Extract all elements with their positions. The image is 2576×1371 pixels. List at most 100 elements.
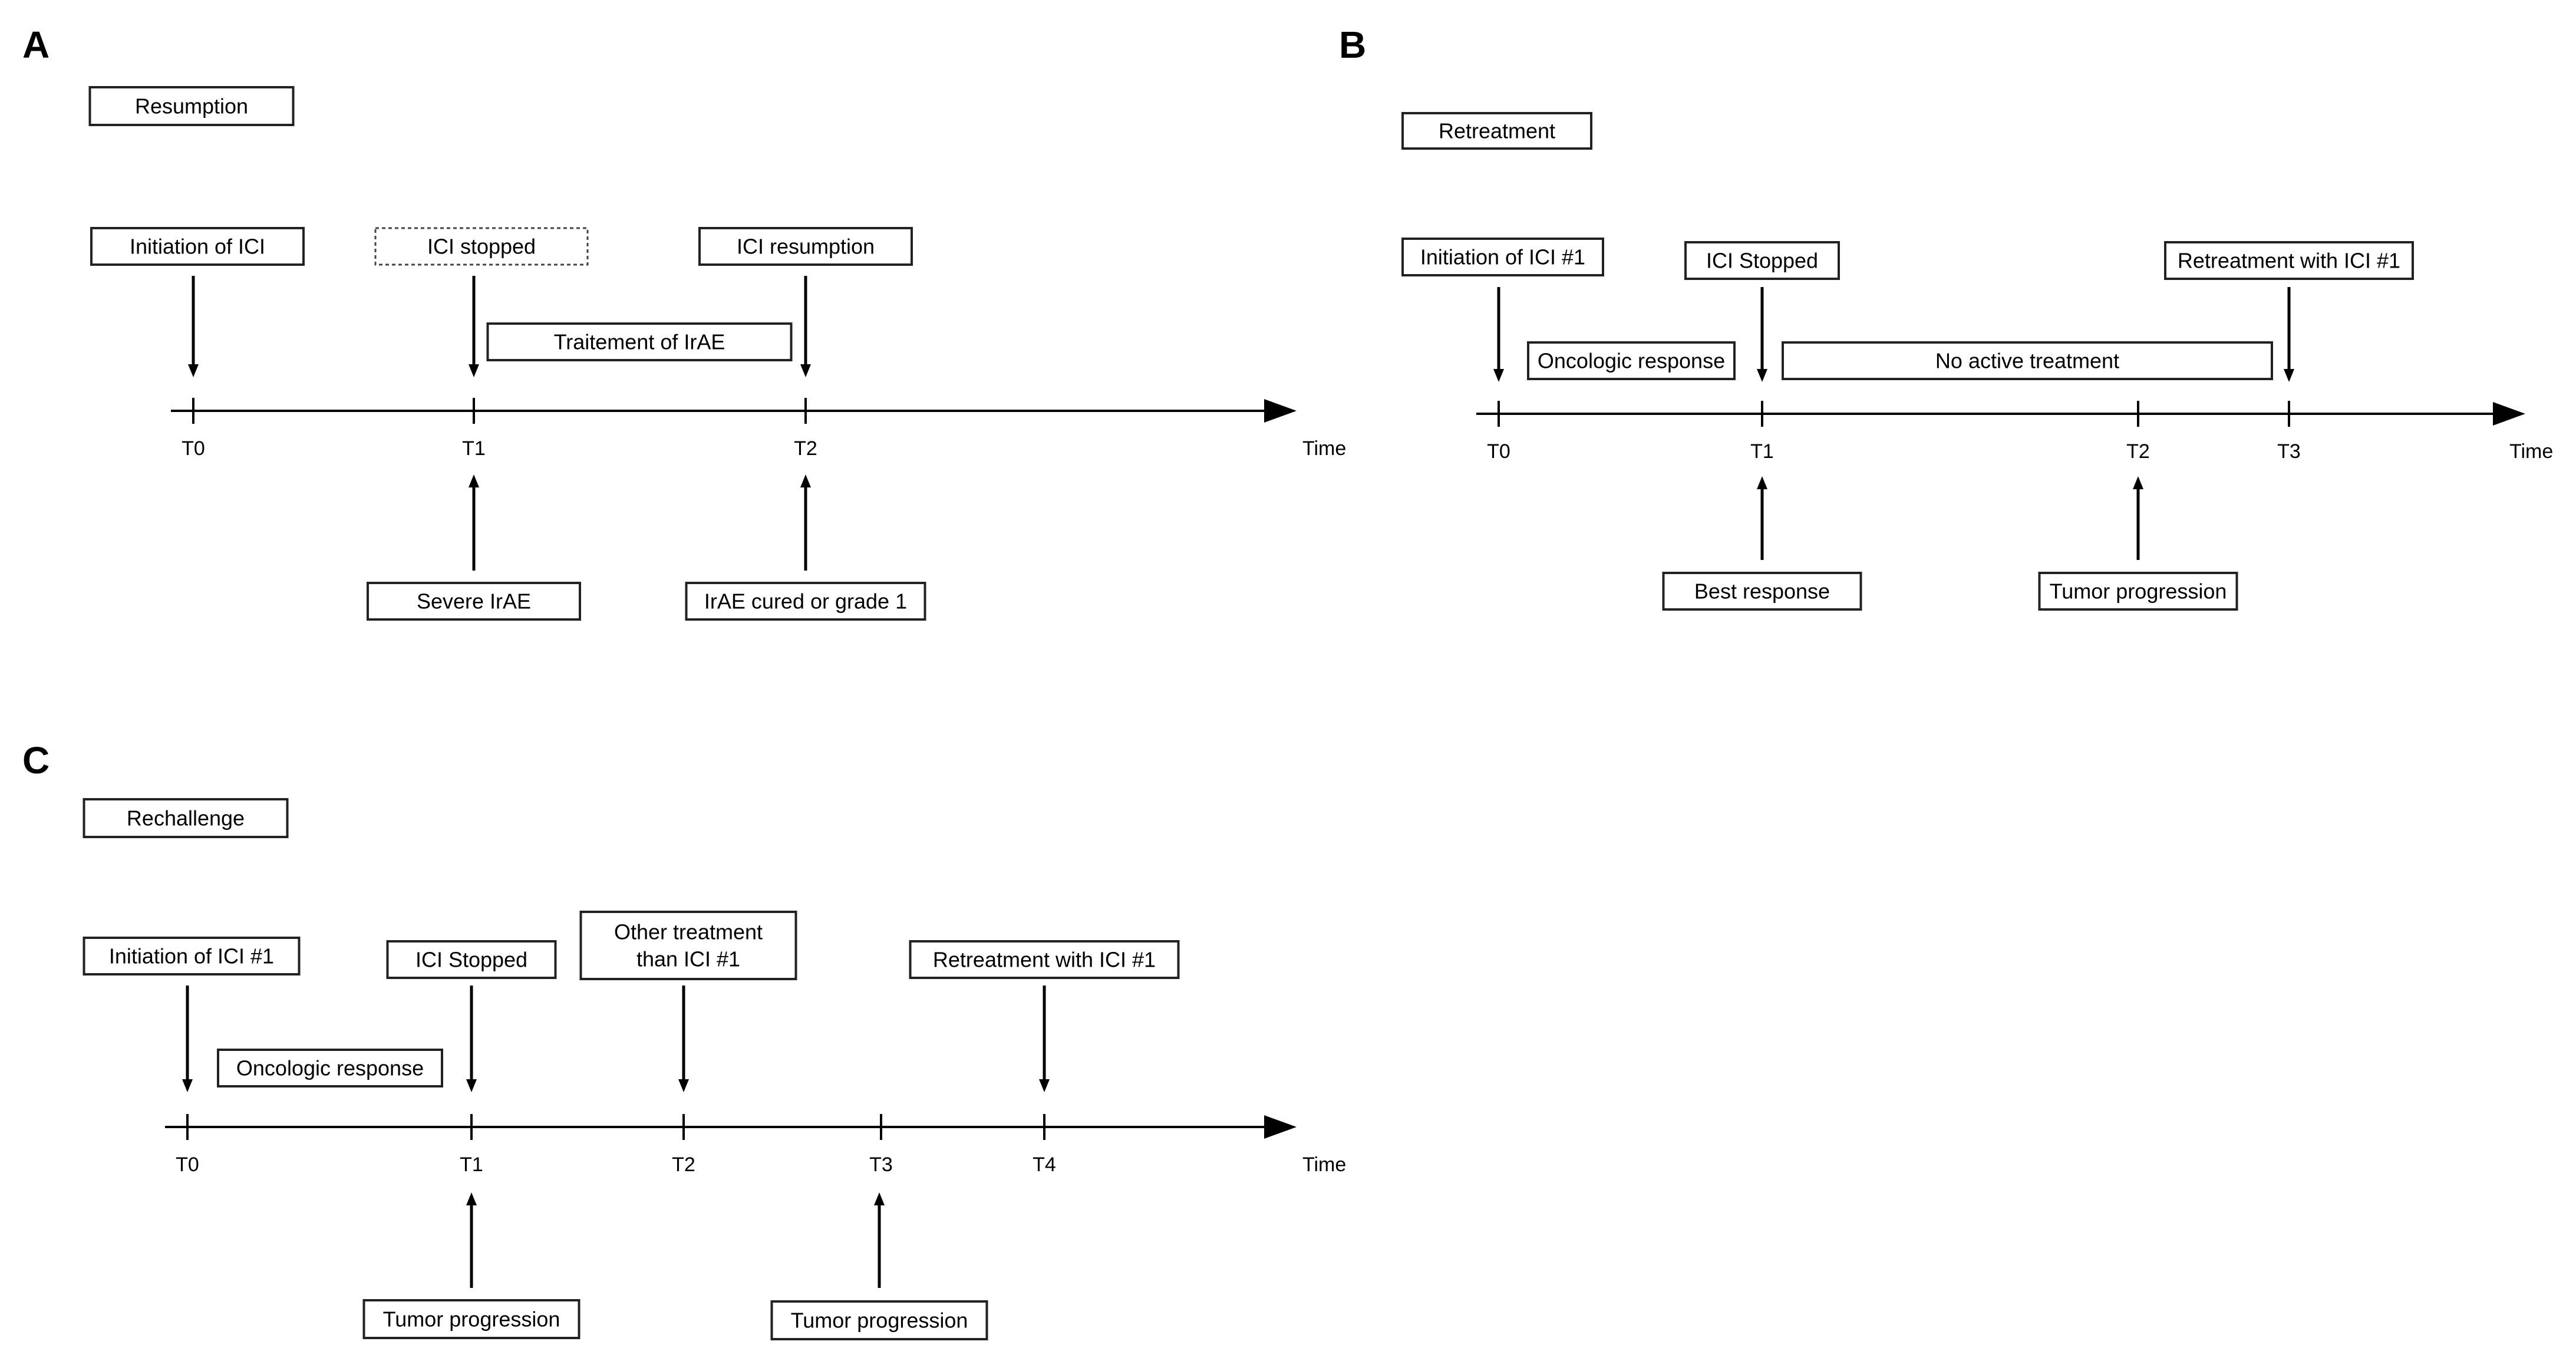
panel-a-down-arrow (469, 276, 479, 377)
panel-b-outcome-box: Tumor progression (2038, 572, 2238, 611)
panel-b-period-box: No active treatment (1782, 341, 2273, 380)
panel-b-period-box-label: No active treatment (1935, 349, 2119, 373)
panel-c-tick-label: T1 (460, 1154, 483, 1176)
panel-c-tick-label: T0 (176, 1154, 199, 1176)
panel-a-up-arrow-head (469, 474, 479, 487)
panel-b-event-box-label: ICI Stopped (1706, 249, 1818, 273)
panel-a-outcome-box-border (685, 582, 926, 621)
panel-b-outcome-box: Best response (1662, 572, 1862, 611)
panel-b-event-box-label: Initiation of ICI #1 (1420, 245, 1585, 269)
panel-c-outcome-box-label: Tumor progression (383, 1307, 560, 1332)
panel-b-outcome-box-border (1662, 572, 1862, 611)
panel-a-period-box-label: Traitement of IrAE (554, 330, 725, 354)
panel-a-outcome-box: IrAE cured or grade 1 (685, 582, 926, 621)
panel-b-down-arrow-head (2284, 369, 2294, 382)
panel-b-event-box: ICI Stopped (1684, 241, 1840, 280)
panel-b-time-axis-arrowhead (2493, 402, 2525, 426)
panel-c-down-arrow-head (466, 1079, 477, 1092)
panel-c-event-box: Initiation of ICI #1 (83, 937, 301, 975)
panel-c-heading-label: Rechallenge (127, 806, 245, 830)
panel-b-down-arrow (2284, 287, 2294, 382)
panel-c-period-box-border (217, 1049, 443, 1087)
panel-c-outcome-box-label: Tumor progression (791, 1309, 968, 1333)
panel-c-up-arrow (466, 1192, 477, 1288)
panel-b-event-box: Retreatment with ICI #1 (2164, 241, 2414, 280)
panel-a-period-box: Traitement of IrAE (486, 322, 793, 361)
panel-b-outcome-box-border (2038, 572, 2238, 611)
panel-b-down-arrow-head (1757, 369, 1767, 382)
panel-c-event-box: Retreatment with ICI #1 (909, 940, 1180, 979)
panel-c-down-arrow (182, 986, 193, 1092)
panel-a-outcome-box-label: Severe IrAE (417, 589, 531, 614)
panel-a-event-box-border (90, 227, 305, 266)
panel-c-time-axis-arrowhead (1264, 1115, 1297, 1139)
panel-b-heading-label: Retreatment (1439, 119, 1555, 143)
panel-c-heading-border (83, 798, 289, 838)
panel-a-outcome-box: Severe IrAE (367, 582, 581, 621)
panel-b-letter: B (1339, 24, 1366, 66)
panel-a-event-box-label: ICI stopped (427, 235, 536, 259)
panel-c-tick-label: T3 (869, 1154, 893, 1176)
panel-c-event-box-label: than ICI #1 (636, 947, 740, 971)
panel-a-down-arrow (188, 276, 199, 377)
panel-a-event-box: ICI stopped (374, 227, 589, 266)
panel-a-time-axis-arrowhead (1264, 399, 1297, 423)
panel-c-down-arrow-head (1039, 1079, 1050, 1092)
panel-a-axis-label: Time (1302, 437, 1346, 460)
panel-b-heading-border (1401, 112, 1592, 150)
panel-a-heading-border (88, 86, 295, 126)
panel-c-tick-label: T4 (1033, 1154, 1056, 1176)
panel-c-outcome-box-border (770, 1300, 988, 1340)
panel-a-tick-label: T1 (462, 437, 486, 460)
panel-c-event-box-label: Retreatment with ICI #1 (933, 948, 1156, 972)
panel-a-outcome-box-border (367, 582, 581, 621)
panel-b-up-arrow-head (2133, 476, 2143, 489)
panel-b-tick-label: T0 (1487, 440, 1510, 463)
panel-c-event-box-border (83, 937, 301, 975)
panel-c-outcome-box-border (362, 1299, 580, 1339)
panel-b-event-box-border (2164, 241, 2414, 280)
panel-b-event-box-label: Retreatment with ICI #1 (2178, 249, 2400, 273)
panel-c-event-box: ICI Stopped (386, 940, 557, 979)
panel-b-period-box-label: Oncologic response (1538, 349, 1725, 373)
panel-a-event-box: ICI resumption (698, 227, 913, 266)
panel-a-period-box-border (486, 322, 793, 361)
panel-c-down-arrow (466, 986, 477, 1092)
panel-b-period-box-border (1782, 341, 2273, 380)
panel-a-down-arrow-head (469, 364, 479, 377)
panel-c-event-box-label: ICI Stopped (415, 948, 527, 972)
panel-b-period-box: Oncologic response (1527, 341, 1736, 380)
panel-a-letter: A (22, 24, 50, 66)
panel-c-down-arrow (1039, 986, 1050, 1092)
panel-c-event-box-border (909, 940, 1180, 979)
panel-c-outcome-box: Tumor progression (770, 1300, 988, 1340)
panel-a-heading: Resumption (88, 86, 295, 126)
panel-a-event-box-label: ICI resumption (737, 235, 875, 259)
panel-a-tick-label: T2 (794, 437, 817, 460)
panel-c-period-box-label: Oncologic response (236, 1056, 424, 1080)
panel-b-up-arrow-head (1757, 476, 1767, 489)
panel-b-event-box: Initiation of ICI #1 (1401, 238, 1604, 276)
panel-b-tick-label: T2 (2126, 440, 2150, 463)
panel-b-up-arrow (1757, 476, 1767, 560)
panel-b-down-arrow-head (1493, 369, 1504, 382)
panel-a-down-arrow (800, 276, 811, 377)
panel-c-down-arrow (678, 986, 689, 1092)
panel-b-up-arrow (2133, 476, 2143, 560)
panel-b-event-box-border (1684, 241, 1840, 280)
panel-a-event-box: Initiation of ICI (90, 227, 305, 266)
panel-c-heading: Rechallenge (83, 798, 289, 838)
panel-a-event-box-border (374, 227, 589, 266)
panel-c-down-arrow-head (182, 1079, 193, 1092)
panel-c-letter: C (22, 739, 50, 782)
panel-b-period-box-border (1527, 341, 1736, 380)
panel-b-axis-label: Time (2509, 440, 2553, 463)
panel-c-event-box-border (386, 940, 557, 979)
panel-c-up-arrow-head (466, 1192, 477, 1205)
panel-a-down-arrow-head (188, 364, 199, 377)
